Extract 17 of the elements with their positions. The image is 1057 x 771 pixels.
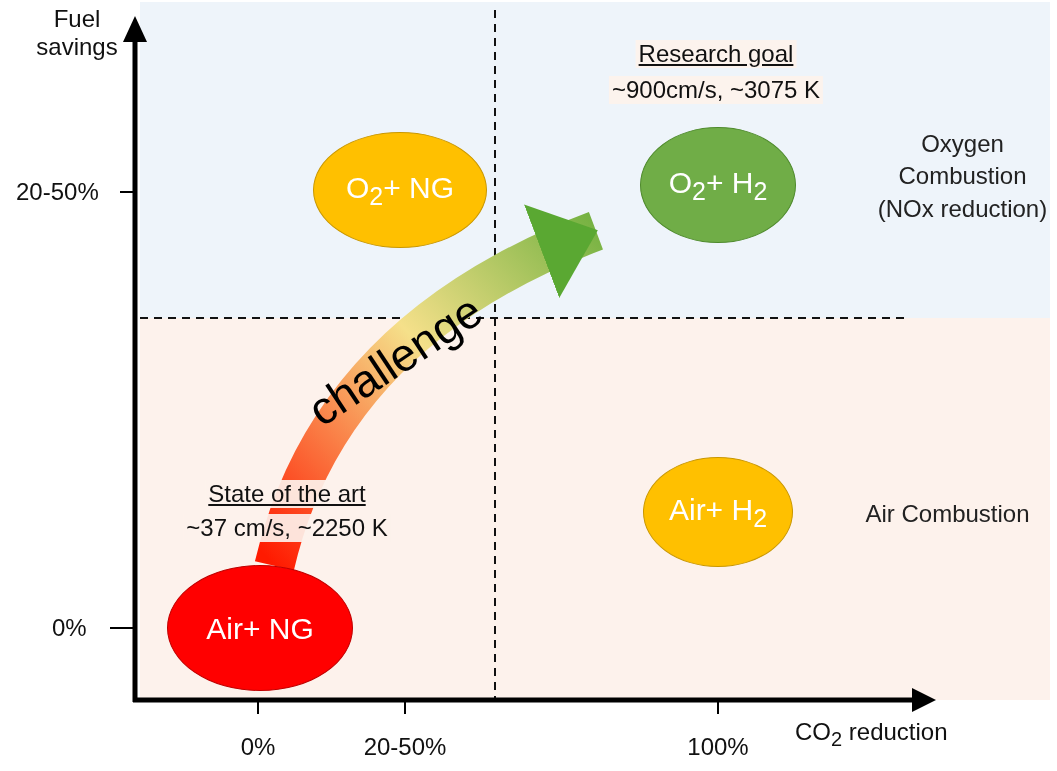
heading-note: State of the art [205, 480, 369, 508]
tick-label: 0% [52, 614, 87, 642]
heading-note: Research goal [635, 40, 797, 68]
tick-label: 0% [240, 733, 276, 761]
axis-title: CO$_{2}$ reduction [795, 718, 948, 751]
mixture-ellipse: Air+ H$_{2}$ [643, 457, 793, 567]
tick-label: 20-50% [16, 178, 99, 206]
quadrant-label: Oxygen Combustion (NOx reduction) [876, 129, 1049, 224]
quadrant-label: Air Combustion [864, 499, 1031, 529]
axis-title: Fuel savings [35, 5, 119, 61]
tick-label: 20-50% [363, 733, 447, 761]
tick-label: 100% [687, 733, 749, 761]
mixture-ellipse: Air+ NG [167, 565, 353, 691]
mixture-ellipse: O$_{2}$+ NG [313, 132, 487, 248]
mixture-ellipse: O$_{2}$+ H$_{2}$ [640, 127, 796, 243]
curved-arrow [255, 206, 604, 572]
value-note: ~900cm/s, ~3075 K [608, 76, 824, 104]
